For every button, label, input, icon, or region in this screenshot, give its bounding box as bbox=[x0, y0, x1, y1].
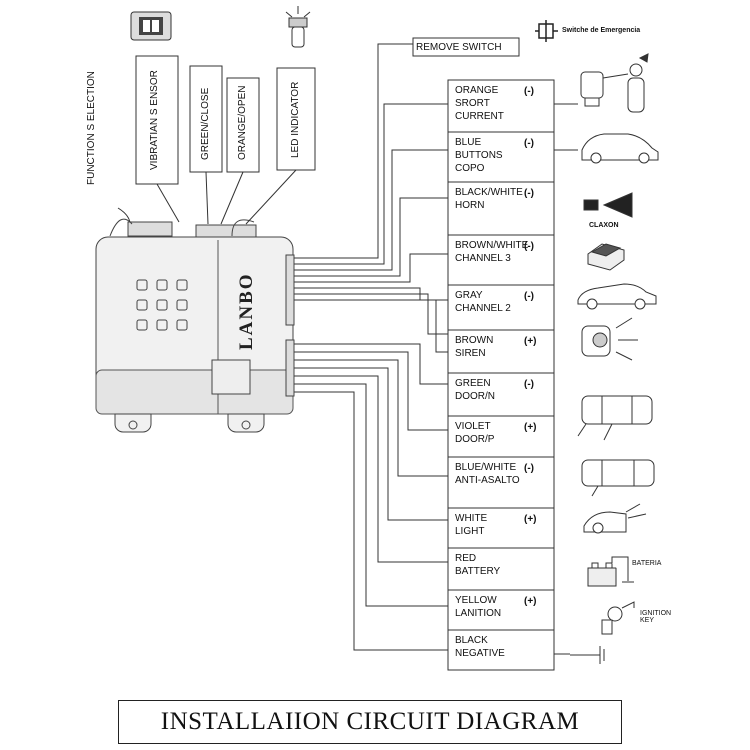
horn-icon bbox=[583, 192, 633, 218]
wire bbox=[294, 149, 448, 271]
wire bbox=[294, 343, 448, 385]
polarity-label: (-) bbox=[524, 379, 534, 390]
keypad-button bbox=[136, 299, 148, 311]
wire-label: BLACK NEGATIVE bbox=[455, 635, 505, 659]
keypad-button bbox=[156, 319, 168, 331]
orange-open-label: ORANGE/OPEN bbox=[237, 85, 248, 160]
car-hood-icon bbox=[581, 133, 659, 164]
car-door-neg-icon bbox=[577, 395, 653, 441]
keypad-button bbox=[176, 279, 188, 291]
headlight-icon bbox=[583, 503, 647, 534]
wire bbox=[294, 253, 448, 283]
keypad-button bbox=[156, 299, 168, 311]
wire bbox=[294, 293, 448, 335]
led-lamp-icon bbox=[285, 6, 311, 48]
wire-box bbox=[447, 456, 555, 509]
emergency-switch-icon bbox=[535, 20, 558, 42]
wire-label: WHITE LIGHT bbox=[455, 513, 488, 537]
keypad-button bbox=[136, 279, 148, 291]
wire-label: BROWN/WHITE CHANNEL 3 bbox=[455, 240, 529, 264]
remove-switch-label: REMOVE SWITCH bbox=[416, 42, 502, 53]
vibration-sensor-icon bbox=[130, 11, 172, 41]
polarity-label: (+) bbox=[524, 596, 537, 607]
wire bbox=[294, 299, 448, 353]
ignition-icon bbox=[601, 601, 635, 635]
wire-label: BLUE BUTTONS COPO bbox=[455, 137, 503, 174]
wire bbox=[294, 391, 448, 651]
wire-box bbox=[447, 589, 555, 631]
remove-switch-box bbox=[412, 37, 520, 57]
wire-boxes bbox=[447, 79, 555, 671]
wire-label: BLUE/WHITE ANTI-ASALTO bbox=[455, 462, 520, 486]
green-close-label: GREEN/CLOSE bbox=[200, 87, 211, 160]
wire bbox=[294, 197, 448, 277]
wire-label: RED BATTERY bbox=[455, 553, 501, 577]
bateria-label: BATERIA bbox=[632, 560, 662, 567]
polarity-label: (-) bbox=[524, 138, 534, 149]
claxon-label: CLAXON bbox=[589, 222, 619, 229]
vibration-sensor-label: VIBRATIAN S ENSOR bbox=[149, 70, 160, 170]
wire bbox=[294, 367, 448, 521]
car-trunk-icon bbox=[577, 283, 657, 310]
wire-box bbox=[447, 131, 555, 183]
ground-icon bbox=[570, 646, 605, 664]
led-indicator-label: LED INDICATOR bbox=[290, 81, 301, 158]
trunk-icon bbox=[587, 243, 625, 271]
wire bbox=[294, 351, 448, 431]
wire bbox=[294, 375, 448, 563]
polarity-label: (+) bbox=[524, 514, 537, 525]
control-unit bbox=[95, 218, 295, 433]
wire-label: BROWN SIREN bbox=[455, 335, 494, 359]
keypad-button bbox=[156, 279, 168, 291]
relay-coil-icon bbox=[580, 53, 649, 113]
wire-label: GREEN DOOR/N bbox=[455, 378, 495, 402]
function-selection-label: FUNCTION S ELECTION bbox=[86, 71, 97, 185]
brand-logo: LANBO bbox=[236, 272, 257, 350]
emergency-switch-label: Switche de Emergencia bbox=[562, 27, 641, 34]
wire-box bbox=[447, 507, 555, 549]
wire-label: BLACK/WHITE HORN bbox=[455, 187, 523, 211]
keypad bbox=[136, 279, 188, 331]
siren-icon bbox=[581, 317, 638, 361]
wire bbox=[294, 359, 448, 477]
module-boxes bbox=[135, 55, 316, 185]
polarity-label: (+) bbox=[524, 422, 537, 433]
polarity-label: (-) bbox=[524, 463, 534, 474]
diagram-title: INSTALLAIION CIRCUIT DIAGRAM bbox=[118, 700, 622, 744]
polarity-label: (-) bbox=[524, 86, 534, 97]
battery-icon bbox=[587, 556, 634, 587]
wire-box bbox=[447, 372, 555, 417]
polarity-label: (-) bbox=[524, 188, 534, 199]
keypad-button bbox=[176, 319, 188, 331]
wire-label: ORANGE SRORT CURRENT bbox=[455, 85, 504, 122]
wire bbox=[294, 103, 448, 265]
wire-box bbox=[447, 181, 555, 236]
wire bbox=[294, 43, 413, 259]
wire-label: VIOLET DOOR/P bbox=[455, 421, 495, 445]
wire-box bbox=[447, 415, 555, 458]
car-top-icon bbox=[581, 459, 655, 497]
keypad-button bbox=[136, 319, 148, 331]
wire-box bbox=[447, 547, 555, 591]
polarity-label: (+) bbox=[524, 336, 537, 347]
keypad-button bbox=[176, 299, 188, 311]
wire-box bbox=[447, 234, 555, 286]
wire-box bbox=[447, 79, 555, 133]
wires-layer bbox=[294, 43, 578, 655]
wire-box bbox=[447, 329, 555, 374]
polarity-label: (-) bbox=[524, 291, 534, 302]
wire-box bbox=[447, 629, 555, 671]
polarity-label: (-) bbox=[524, 241, 534, 252]
wire-label: YELLOW LANITION bbox=[455, 595, 502, 619]
wire-box bbox=[447, 284, 555, 331]
ignition-label: IGNITION KEY bbox=[640, 610, 672, 624]
wire-label: GRAY CHANNEL 2 bbox=[455, 290, 511, 314]
wire bbox=[294, 383, 448, 607]
